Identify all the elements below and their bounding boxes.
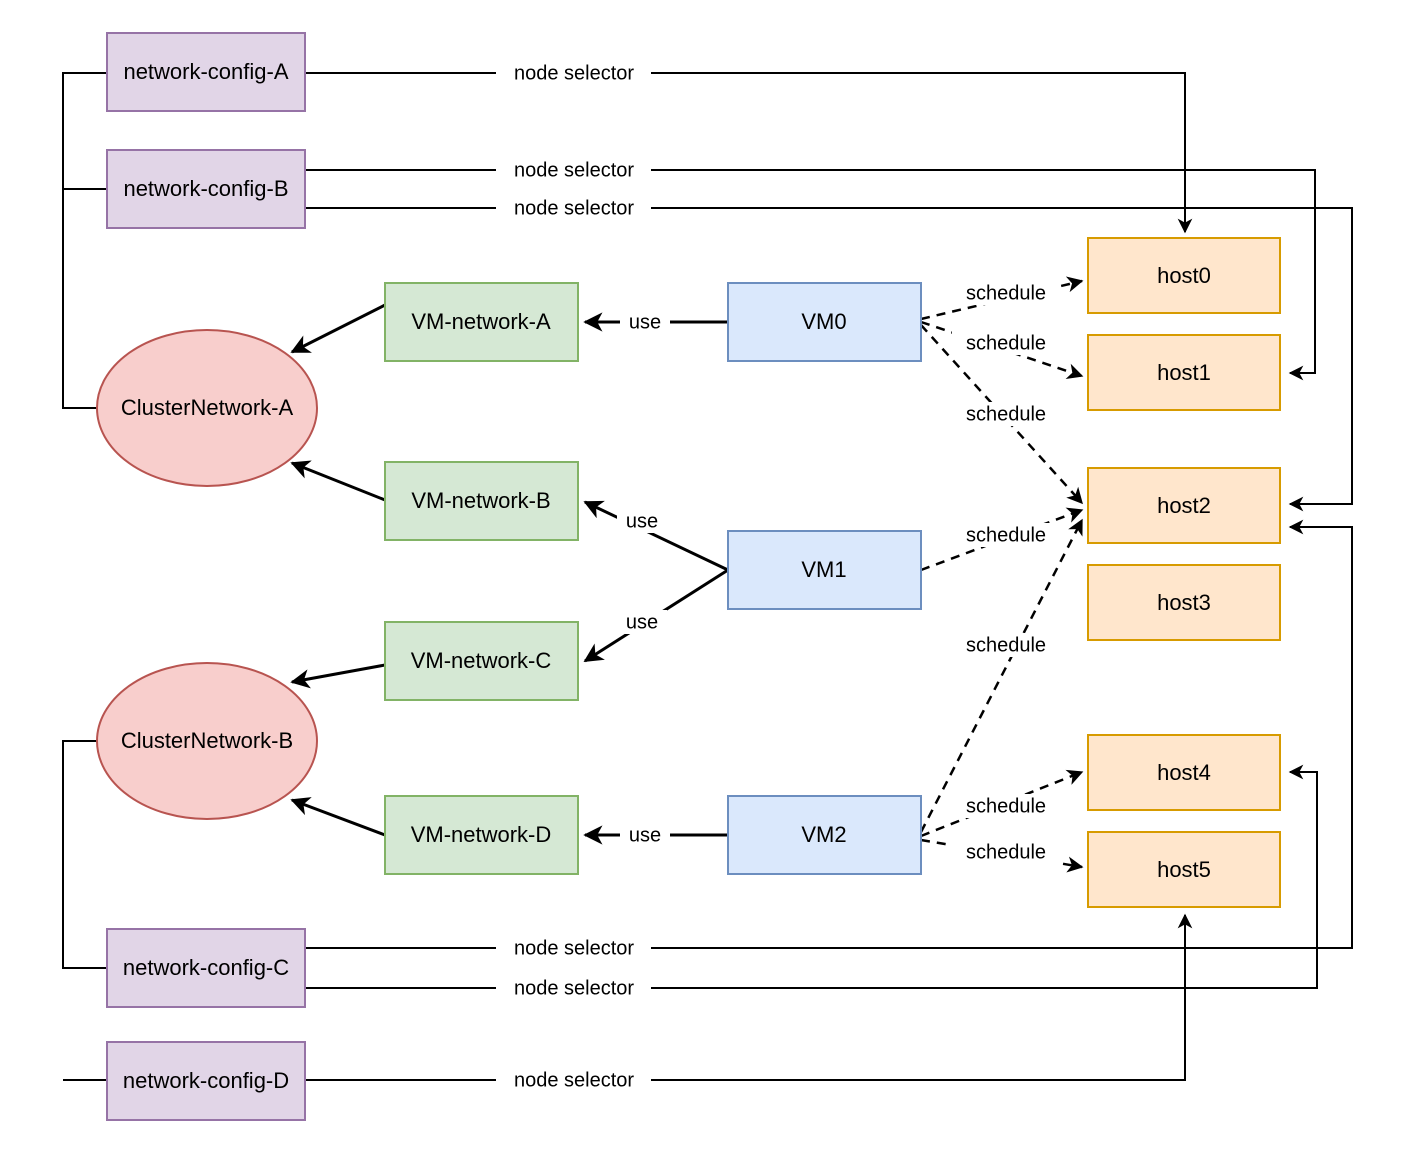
edge-label-use-vm1-c: use [617,610,667,634]
svg-text:schedule: schedule [966,524,1046,546]
node-host2-label: host2 [1157,493,1211,518]
node-host1[interactable]: host1 [1087,334,1281,411]
svg-text:node selector: node selector [514,62,634,84]
svg-text:schedule: schedule [966,403,1046,425]
node-host1-label: host1 [1157,360,1211,385]
node-host5-label: host5 [1157,857,1211,882]
node-vm1-label: VM1 [801,557,846,582]
node-network-config-b-label: network-config-B [123,176,288,201]
svg-text:node selector: node selector [514,937,634,959]
edge-label-schedule-vm0-host1: schedule [952,331,1060,355]
edge-label-use-vm0: use [620,310,670,334]
node-host2[interactable]: host2 [1087,467,1281,544]
edge-label-schedule-vm2-host2: schedule [952,633,1060,657]
edge-label-node-selector-c2: node selector [496,975,651,1001]
edge-label-node-selector-d: node selector [496,1067,651,1093]
svg-text:node selector: node selector [514,1069,634,1091]
edge-network-config-b-to-host1 [305,169,1316,381]
node-network-config-a[interactable]: network-config-A [106,32,306,112]
node-network-config-d[interactable]: network-config-D [106,1041,306,1121]
svg-text:schedule: schedule [966,795,1046,817]
node-cluster-network-b-label: ClusterNetwork-B [121,728,293,753]
node-vm-network-d-label: VM-network-D [411,822,552,847]
node-cluster-network-a-label: ClusterNetwork-A [121,395,294,420]
node-host4-label: host4 [1157,760,1211,785]
node-host4[interactable]: host4 [1087,734,1281,811]
edge-vm-network-a-to-cluster-network-a [290,303,386,354]
node-vm-network-a[interactable]: VM-network-A [384,282,579,362]
node-vm2[interactable]: VM2 [727,795,922,875]
svg-text:schedule: schedule [966,634,1046,656]
node-host3[interactable]: host3 [1087,564,1281,641]
svg-text:schedule: schedule [966,841,1046,863]
node-vm2-label: VM2 [801,822,846,847]
edge-label-node-selector-b1: node selector [496,157,651,183]
edge-label-node-selector-b2: node selector [496,195,651,221]
edge-label-use-vm2: use [620,823,670,847]
node-vm-network-b-label: VM-network-B [411,488,550,513]
edge-label-schedule-vm0-host0: schedule [952,281,1060,305]
svg-text:use: use [626,611,658,633]
node-network-config-b[interactable]: network-config-B [106,149,306,229]
node-network-config-c[interactable]: network-config-C [106,928,306,1008]
edge-network-config-d-to-host5 [305,913,1193,1081]
edge-vm-network-b-to-cluster-network-a [290,460,386,502]
edge-vm-network-d-to-cluster-network-b [290,797,386,837]
edge-network-config-c-to-cluster-network-b [62,740,107,969]
edge-label-schedule-vm0-host2: schedule [952,402,1060,426]
edge-label-schedule-vm1-host2: schedule [952,523,1060,547]
edge-vm-network-c-to-cluster-network-b [290,663,386,689]
edge-label-schedule-vm2-host5: schedule [952,840,1060,864]
node-vm-network-a-label: VM-network-A [411,309,551,334]
node-host0[interactable]: host0 [1087,237,1281,314]
node-cluster-network-b[interactable]: ClusterNetwork-B [96,662,318,820]
edge-vm1-to-vm-network-b [583,500,729,572]
node-network-config-d-label: network-config-D [123,1068,289,1093]
edge-label-node-selector-c1: node selector [496,935,651,961]
node-vm-network-c[interactable]: VM-network-C [384,621,579,701]
node-vm-network-b[interactable]: VM-network-B [384,461,579,541]
svg-text:schedule: schedule [966,332,1046,354]
edge-network-config-c-to-host2 [305,519,1353,949]
svg-text:use: use [629,824,661,846]
svg-text:node selector: node selector [514,977,634,999]
node-vm0-label: VM0 [801,309,846,334]
node-network-config-a-label: network-config-A [123,59,288,84]
svg-text:schedule: schedule [966,282,1046,304]
edge-network-config-a-to-cluster-network-a [62,72,107,409]
edge-label-schedule-vm2-host4: schedule [952,794,1060,818]
node-vm0[interactable]: VM0 [727,282,922,362]
edge-network-config-b-to-host2 [305,207,1353,512]
edge-label-use-vm1-b: use [617,509,667,533]
node-vm-network-c-label: VM-network-C [411,648,552,673]
edge-label-node-selector-a: node selector [496,60,651,86]
edge-vm2-to-host2 [919,518,1084,833]
node-host5[interactable]: host5 [1087,831,1281,908]
node-host0-label: host0 [1157,263,1211,288]
edge-network-config-c-to-host4 [305,764,1318,989]
node-network-config-c-label: network-config-C [123,955,289,980]
node-host3-label: host3 [1157,590,1211,615]
svg-text:node selector: node selector [514,197,634,219]
svg-text:use: use [626,510,658,532]
node-vm-network-d[interactable]: VM-network-D [384,795,579,875]
svg-text:use: use [629,311,661,333]
node-cluster-network-a[interactable]: ClusterNetwork-A [96,329,318,487]
node-vm1[interactable]: VM1 [727,530,922,610]
svg-text:node selector: node selector [514,159,634,181]
